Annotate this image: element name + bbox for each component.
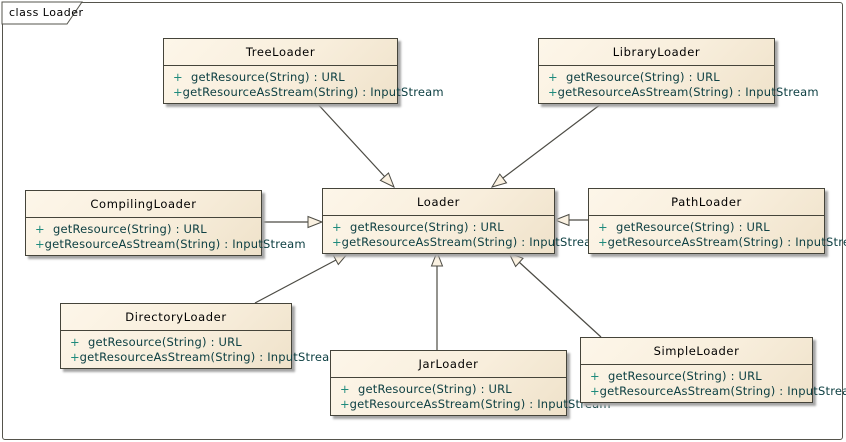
class-title: SimpleLoader bbox=[581, 338, 812, 365]
visibility-public: + bbox=[35, 222, 45, 236]
method-row: + getResource(String) : URL bbox=[331, 382, 566, 397]
visibility-public: + bbox=[548, 85, 558, 99]
visibility-public: + bbox=[70, 350, 80, 364]
method-signature: getResourceAsStream(String) : InputStrea… bbox=[341, 235, 603, 249]
visibility-public: + bbox=[598, 235, 608, 249]
class-title: Loader bbox=[323, 189, 554, 216]
class-box-compilingloader[interactable]: CompilingLoader + getResource(String) : … bbox=[25, 190, 306, 256]
method-signature: getResource(String) : URL bbox=[88, 335, 242, 349]
method-signature: getResourceAsStream(String) : InputStrea… bbox=[44, 237, 306, 251]
method-signature: getResourceAsStream(String) : InputStrea… bbox=[349, 397, 611, 411]
method-signature: getResourceAsStream(String) : InputStrea… bbox=[607, 235, 846, 249]
method-signature: getResource(String) : URL bbox=[350, 220, 504, 234]
visibility-public: + bbox=[548, 70, 558, 84]
method-signature: getResourceAsStream(String) : InputStrea… bbox=[79, 350, 341, 364]
method-row: + getResource(String) : URL bbox=[164, 70, 397, 85]
method-signature: getResource(String) : URL bbox=[608, 369, 762, 383]
method-row: + getResourceAsStream(String) : InputStr… bbox=[331, 397, 611, 412]
method-row: + getResourceAsStream(String) : InputStr… bbox=[589, 235, 846, 250]
generalization-libraryloader-to-loader[interactable] bbox=[490, 100, 606, 188]
class-box-directoryloader[interactable]: DirectoryLoader + getResource(String) : … bbox=[60, 303, 341, 369]
visibility-public: + bbox=[332, 235, 342, 249]
generalization-pathloader-to-loader[interactable] bbox=[553, 213, 588, 227]
visibility-public: + bbox=[340, 397, 350, 411]
method-signature: getResource(String) : URL bbox=[566, 70, 720, 84]
class-title: TreeLoader bbox=[164, 39, 397, 66]
method-signature: getResourceAsStream(String) : InputStrea… bbox=[599, 384, 846, 398]
visibility-public: + bbox=[340, 382, 350, 396]
generalization-jarloader-to-loader[interactable] bbox=[430, 250, 444, 350]
visibility-public: + bbox=[332, 220, 342, 234]
method-signature: getResourceAsStream(String) : InputStrea… bbox=[182, 85, 444, 99]
visibility-public: + bbox=[70, 335, 80, 349]
method-signature: getResource(String) : URL bbox=[358, 382, 512, 396]
method-row: + getResource(String) : URL bbox=[589, 220, 824, 235]
class-box-loader[interactable]: Loader + getResource(String) : URL + get… bbox=[322, 188, 603, 254]
visibility-public: + bbox=[173, 70, 183, 84]
method-row: + getResourceAsStream(String) : InputStr… bbox=[323, 235, 603, 250]
method-signature: getResource(String) : URL bbox=[616, 220, 770, 234]
visibility-public: + bbox=[598, 220, 608, 234]
method-row: + getResource(String) : URL bbox=[323, 220, 554, 235]
class-box-jarloader[interactable]: JarLoader + getResource(String) : URL + … bbox=[330, 350, 611, 416]
frame-label: class Loader bbox=[9, 6, 84, 19]
method-signature: getResource(String) : URL bbox=[191, 70, 345, 84]
generalization-simpleloader-to-loader[interactable] bbox=[507, 252, 602, 338]
visibility-public: + bbox=[173, 85, 183, 99]
method-row: + getResource(String) : URL bbox=[581, 369, 812, 384]
class-title: JarLoader bbox=[331, 351, 566, 378]
method-signature: getResourceAsStream(String) : InputStrea… bbox=[557, 85, 819, 99]
method-row: + getResourceAsStream(String) : InputStr… bbox=[164, 85, 444, 100]
class-title: PathLoader bbox=[589, 189, 824, 216]
generalization-compilingloader-to-loader[interactable] bbox=[262, 215, 324, 229]
visibility-public: + bbox=[590, 369, 600, 383]
method-row: + getResource(String) : URL bbox=[61, 335, 291, 350]
method-row: + getResource(String) : URL bbox=[539, 70, 774, 85]
class-title: CompilingLoader bbox=[26, 191, 261, 218]
method-signature: getResource(String) : URL bbox=[53, 222, 207, 236]
method-row: + getResourceAsStream(String) : InputStr… bbox=[581, 384, 846, 399]
method-row: + getResourceAsStream(String) : InputStr… bbox=[539, 85, 819, 100]
class-box-libraryloader[interactable]: LibraryLoader + getResource(String) : UR… bbox=[538, 38, 819, 104]
method-row: + getResourceAsStream(String) : InputStr… bbox=[26, 237, 306, 252]
visibility-public: + bbox=[590, 384, 600, 398]
class-box-simpleloader[interactable]: SimpleLoader + getResource(String) : URL… bbox=[580, 337, 846, 403]
generalization-treeloader-to-loader[interactable] bbox=[314, 100, 395, 189]
class-title: LibraryLoader bbox=[539, 39, 774, 66]
class-title: DirectoryLoader bbox=[61, 304, 291, 331]
class-box-pathloader[interactable]: PathLoader + getResource(String) : URL +… bbox=[588, 188, 846, 254]
class-box-treeloader[interactable]: TreeLoader + getResource(String) : URL +… bbox=[163, 38, 444, 104]
method-row: + getResource(String) : URL bbox=[26, 222, 261, 237]
generalization-directoryloader-to-loader[interactable] bbox=[254, 252, 350, 304]
method-row: + getResourceAsStream(String) : InputStr… bbox=[61, 350, 341, 365]
visibility-public: + bbox=[35, 237, 45, 251]
frame-label-tab bbox=[1, 1, 83, 25]
